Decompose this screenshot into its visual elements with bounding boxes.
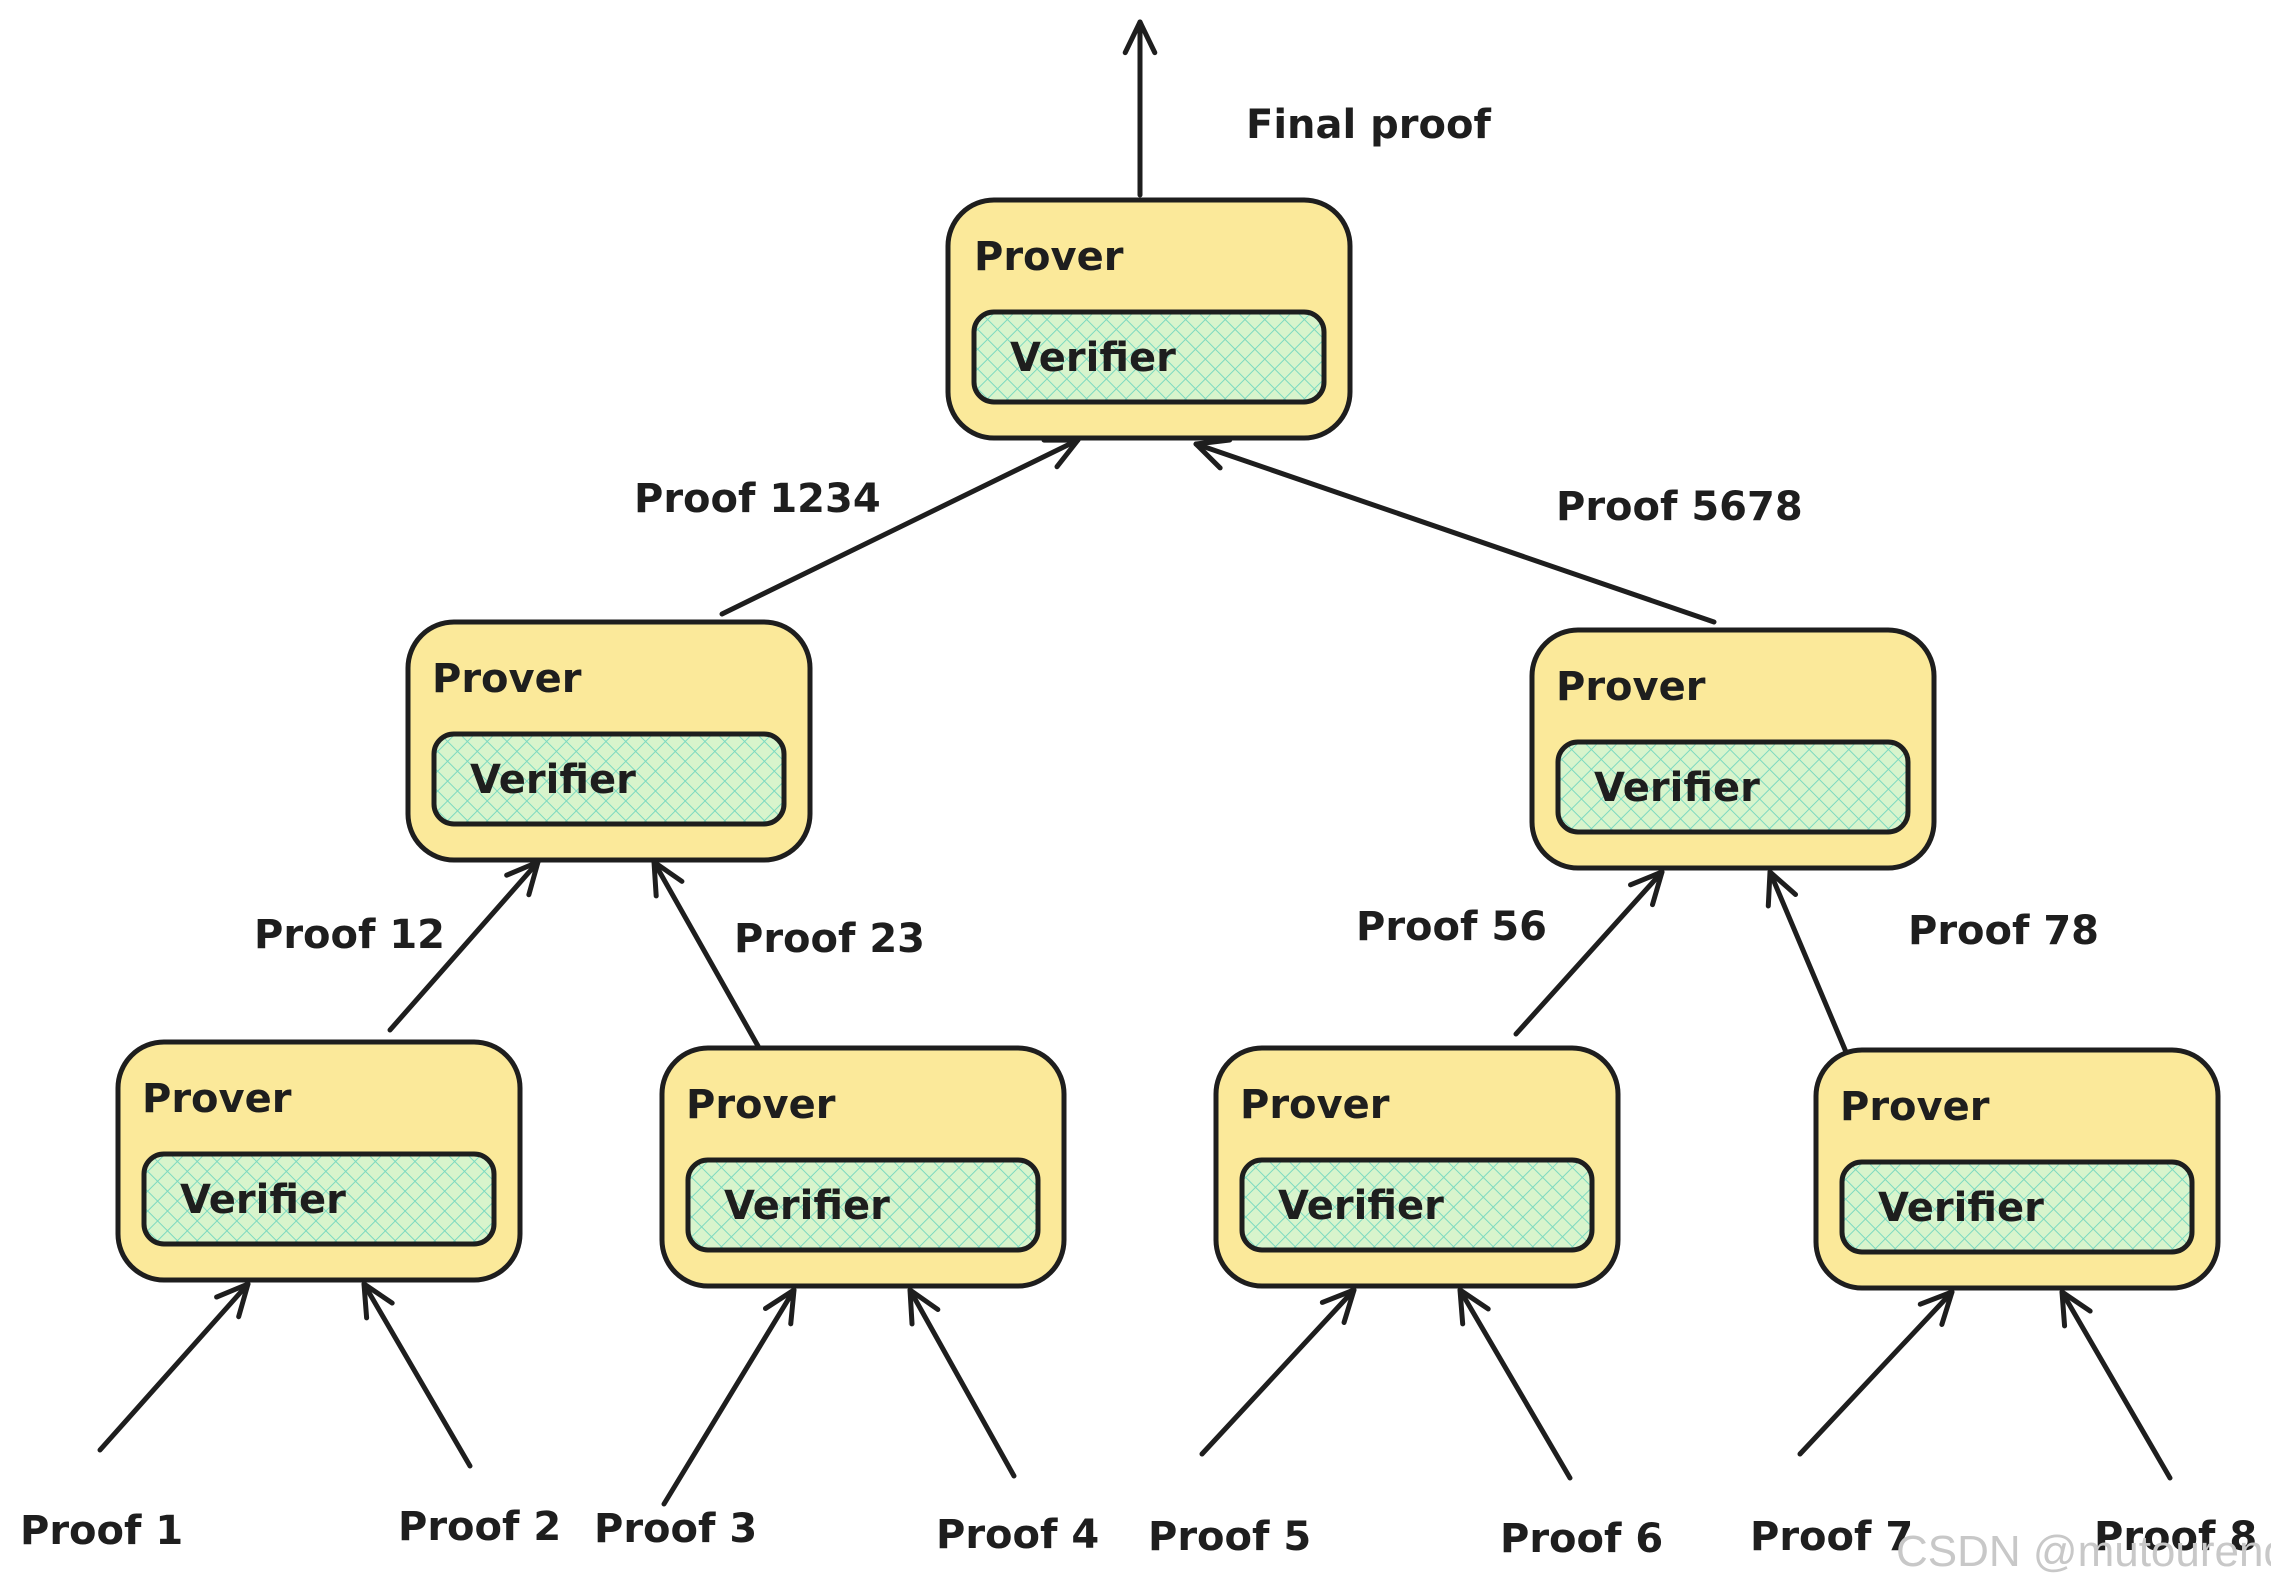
arrowhead [762, 1287, 797, 1327]
arrow-proof-1 [97, 1281, 251, 1453]
verifier-label: Verifier [1010, 335, 1176, 381]
verifier-label: Verifier [470, 757, 636, 803]
prover-node-l2-4: Prover Verifier [1813, 1047, 2221, 1291]
leaf-proof-6: Proof 6 [1500, 1516, 1663, 1562]
leaf-proof-1: Proof 1 [20, 1508, 183, 1554]
arrow-proof-7 [1797, 1289, 1955, 1457]
prover-node-l2-2: Prover Verifier [659, 1045, 1067, 1289]
arrowhead [361, 1281, 395, 1321]
prover-node-l2-1: Prover Verifier [115, 1039, 523, 1283]
verifier-label: Verifier [1594, 765, 1760, 811]
leaf-proof-7: Proof 7 [1750, 1514, 1913, 1560]
arrowhead [1628, 869, 1665, 908]
watermark-text: CSDN @mutourend [1896, 1527, 2271, 1576]
arrowhead [1457, 1287, 1491, 1327]
edge-label-proof-12: Proof 12 [254, 912, 445, 958]
leaf-proof-4: Proof 4 [936, 1512, 1099, 1558]
leaf-proof-3: Proof 3 [594, 1506, 757, 1552]
verifier-box: Verifier [971, 309, 1327, 405]
verifier-label: Verifier [180, 1177, 346, 1223]
edge-label-proof-1234: Proof 1234 [634, 476, 881, 522]
edge-label-proof-5678: Proof 5678 [1556, 484, 1803, 530]
verifier-box: Verifier [1555, 739, 1911, 835]
arrow-final-proof [1122, 19, 1158, 198]
arrow-proof-5678 [1193, 437, 1717, 625]
prover-node-l2-3: Prover Verifier [1213, 1045, 1621, 1289]
arrow-proof-78 [1765, 869, 1849, 1055]
prover-label: Prover [974, 234, 1124, 280]
prover-label: Prover [1840, 1084, 1990, 1130]
verifier-label: Verifier [724, 1183, 890, 1229]
arrowhead [1122, 19, 1158, 56]
prover-node-l1-right: Prover Verifier [1529, 627, 1937, 871]
edges [97, 19, 2173, 1507]
leaf-proof-5: Proof 5 [1148, 1514, 1311, 1560]
prover-node-root: Prover Verifier [945, 197, 1353, 441]
verifier-box: Verifier [141, 1151, 497, 1247]
edge-label-proof-78: Proof 78 [1908, 908, 2099, 954]
prover-label: Prover [1240, 1082, 1390, 1128]
arrowhead [1319, 1287, 1357, 1326]
leaf-proof-2: Proof 2 [398, 1504, 561, 1550]
verifier-box: Verifier [1839, 1159, 2195, 1255]
arrow-proof-8 [2059, 1289, 2173, 1481]
arrowhead [1765, 869, 1799, 909]
edge-label-proof-23: Proof 23 [734, 916, 925, 962]
edge-label-proof-56: Proof 56 [1356, 904, 1547, 950]
prover-label: Prover [142, 1076, 292, 1122]
prover-label: Prover [1556, 664, 1706, 710]
arrowhead [1193, 437, 1233, 471]
verifier-box: Verifier [685, 1157, 1041, 1253]
arrowhead [1917, 1289, 1955, 1327]
arrow-proof-2 [361, 1281, 473, 1469]
arrow-proof-5 [1199, 1287, 1357, 1457]
leaf-proof-8: Proof 8 [2094, 1514, 2257, 1560]
final-proof-label: Final proof [1246, 102, 1491, 148]
arrow-proof-4 [907, 1287, 1017, 1479]
arrowhead [214, 1281, 251, 1320]
verifier-box: Verifier [431, 731, 787, 827]
verifier-label: Verifier [1278, 1183, 1444, 1229]
prover-node-l1-left: Prover Verifier [405, 619, 813, 863]
arrow-proof-6 [1457, 1287, 1573, 1481]
verifier-box: Verifier [1239, 1157, 1595, 1253]
arrow-proof-56 [1513, 869, 1665, 1037]
arrow-proof-3 [661, 1287, 797, 1507]
arrowhead [2059, 1289, 2093, 1329]
arrowhead [907, 1287, 941, 1327]
prover-label: Prover [686, 1082, 836, 1128]
verifier-label: Verifier [1878, 1185, 2044, 1231]
arrow-proof-1234 [719, 437, 1081, 617]
prover-label: Prover [432, 656, 582, 702]
